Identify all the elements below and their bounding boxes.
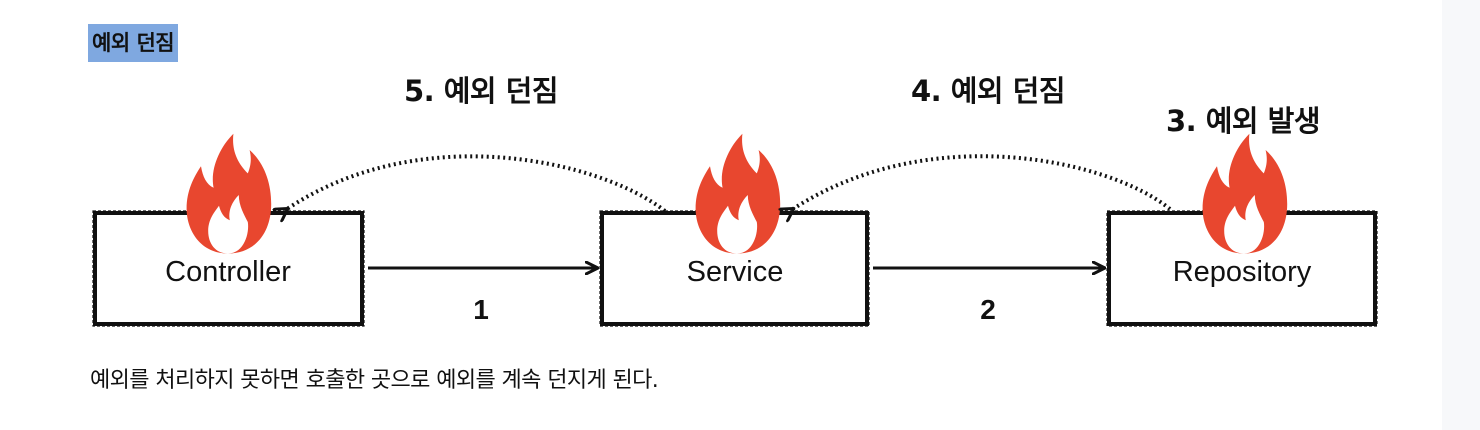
exception-flow-diagram: Controller Service Repository 1 2 5. 예외 … bbox=[92, 74, 1378, 327]
controller-label: Controller bbox=[165, 256, 291, 288]
step-label-throw-5: 5. 예외 던짐 bbox=[404, 74, 558, 108]
fire-icon bbox=[186, 133, 272, 254]
section-heading: 예외 던짐 bbox=[88, 24, 179, 62]
step-label-occur-3: 3. 예외 발생 bbox=[1166, 104, 1320, 138]
call-number-1: 1 bbox=[473, 294, 489, 325]
throw-arrow-service-to-controller bbox=[287, 154, 667, 211]
fire-icon bbox=[1202, 133, 1288, 254]
caption-text: 예외를 처리하지 못하면 호출한 곳으로 예외를 계속 던지게 된다. bbox=[90, 368, 659, 393]
throw-arrow-repository-to-service bbox=[793, 154, 1172, 209]
side-strip bbox=[1442, 0, 1480, 430]
service-label: Service bbox=[687, 256, 784, 288]
call-number-2: 2 bbox=[980, 294, 996, 325]
repository-label: Repository bbox=[1173, 256, 1312, 288]
fire-icon bbox=[695, 133, 781, 254]
step-label-throw-4: 4. 예외 던짐 bbox=[911, 74, 1065, 108]
